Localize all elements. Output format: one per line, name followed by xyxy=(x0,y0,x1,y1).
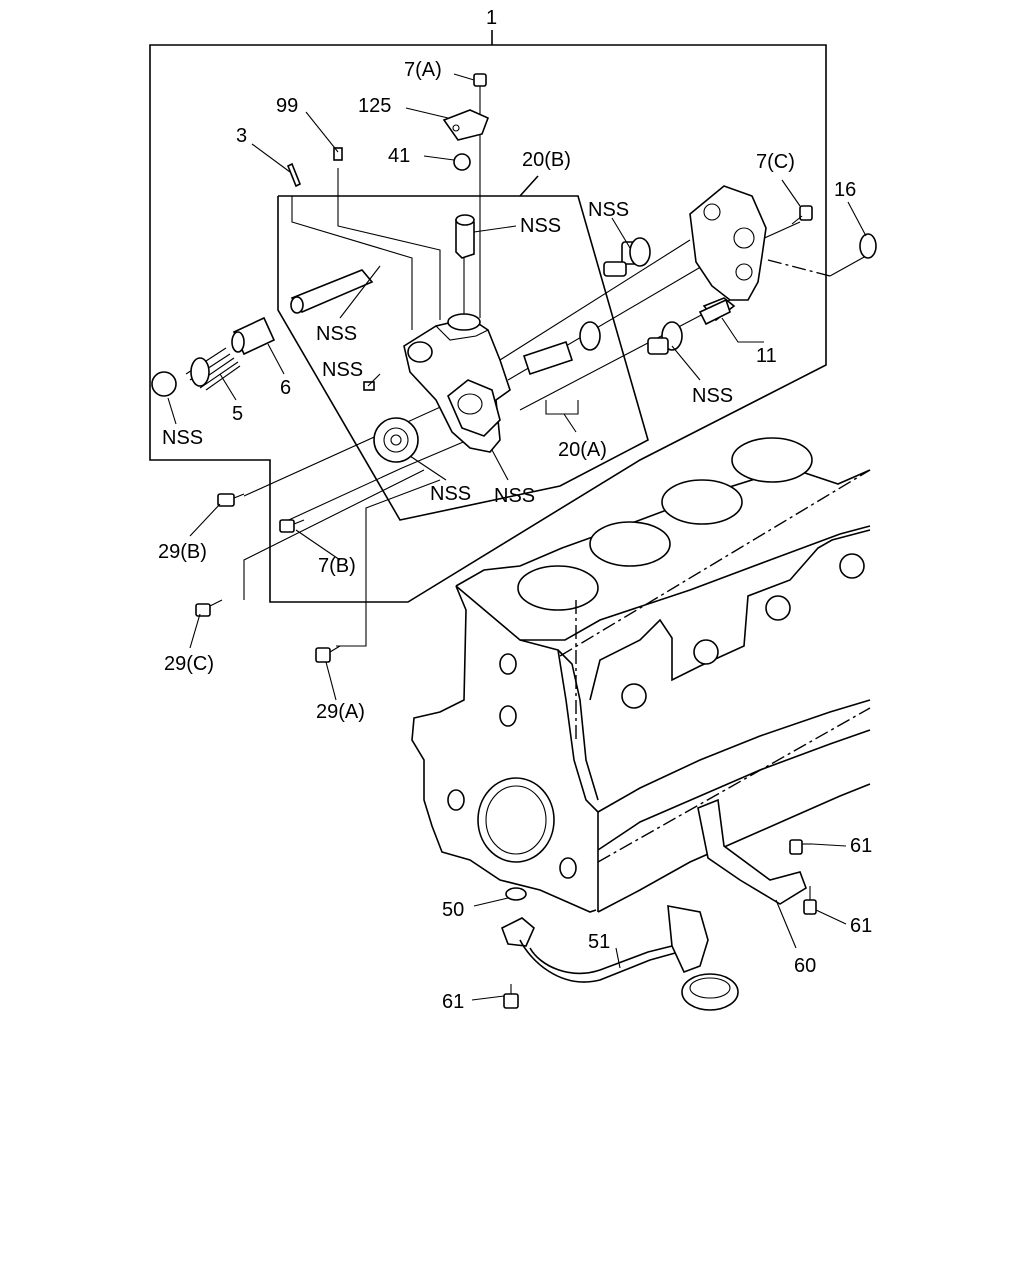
driven-gear-mid xyxy=(579,321,601,351)
callout-61-left: 61 xyxy=(442,991,464,1013)
callout-nss-gear-top: NSS xyxy=(588,199,629,221)
callout-29c: 29(C) xyxy=(164,653,214,675)
oil-strainer-screen xyxy=(681,973,739,1011)
callout-6: 6 xyxy=(280,377,291,399)
bolts xyxy=(195,73,817,1009)
cylinder-bore-2 xyxy=(589,521,671,567)
split-pin-3 xyxy=(286,162,302,188)
oil-strainer-pipe-51 xyxy=(500,905,739,1011)
callout-61-top: 61 xyxy=(850,835,872,857)
callout-nss-housing-low: NSS xyxy=(494,485,535,507)
engine-block xyxy=(411,437,871,913)
subassembly-boundary-20b xyxy=(277,175,649,521)
assembly-boundary xyxy=(149,30,827,603)
callout-7a: 7(A) xyxy=(404,59,442,81)
drive-gear-large xyxy=(373,417,419,463)
oil-pump-cover xyxy=(689,185,767,322)
oil-pump-housing xyxy=(403,214,511,453)
callout-29b: 29(B) xyxy=(158,541,207,563)
cylinder-bore-1 xyxy=(517,565,599,611)
bracket-60 xyxy=(697,798,807,905)
callout-41: 41 xyxy=(388,145,410,167)
callout-nss-drive-gear: NSS xyxy=(430,483,471,505)
bolt-61-mid xyxy=(803,886,817,915)
callout-16: 16 xyxy=(834,179,856,201)
callout-29a: 29(A) xyxy=(316,701,365,723)
callout-1: 1 xyxy=(486,7,497,29)
callout-3: 3 xyxy=(236,125,247,147)
set-screw-99 xyxy=(333,147,343,161)
gears xyxy=(373,237,731,463)
shaft-20a xyxy=(522,340,579,415)
callout-nss-shaft: NSS xyxy=(322,359,363,381)
small-screw-nss xyxy=(363,381,375,391)
dowel-pin-11 xyxy=(698,298,731,326)
bolt-7a xyxy=(473,73,487,102)
callout-7c: 7(C) xyxy=(756,151,795,173)
spring-5 xyxy=(185,347,241,391)
callout-125: 125 xyxy=(358,95,391,117)
callout-labels: 1 7(A) 125 99 3 41 20(B) 7(C) 16 NSS NSS… xyxy=(158,7,872,1013)
plate-125 xyxy=(442,109,490,141)
relief-valve-parts xyxy=(151,109,877,397)
bolt-29b xyxy=(217,493,245,507)
gasket-50 xyxy=(505,887,527,901)
bolt-29c xyxy=(195,599,223,617)
callout-61-mid: 61 xyxy=(850,915,872,937)
bolt-61-left xyxy=(503,984,519,1009)
bolt-29a xyxy=(315,645,341,663)
sleeve-6 xyxy=(231,316,276,356)
callout-leaders xyxy=(167,73,867,1001)
callout-7b: 7(B) xyxy=(318,555,356,577)
callout-nss-gear-right: NSS xyxy=(692,385,733,407)
bolt-7c xyxy=(791,205,813,225)
callout-11: 11 xyxy=(756,345,777,367)
callout-50: 50 xyxy=(442,899,464,921)
cylinder-bore-4 xyxy=(731,437,813,483)
callout-5: 5 xyxy=(232,403,243,425)
callout-nss-plunger: NSS xyxy=(316,323,357,345)
callout-nss-cap: NSS xyxy=(162,427,203,449)
idler-gear-top xyxy=(603,237,651,277)
cylinder-bore-3 xyxy=(661,479,743,525)
callout-60: 60 xyxy=(794,955,816,977)
driven-gear-right xyxy=(647,321,683,355)
callout-20a: 20(A) xyxy=(558,439,607,461)
seal-16 xyxy=(859,233,877,259)
cap-nss xyxy=(151,371,177,397)
callout-nss-top-center: NSS xyxy=(520,215,561,237)
bolt-61-top xyxy=(789,839,812,855)
bolt-7b xyxy=(279,519,305,533)
ball-41 xyxy=(453,153,471,171)
callout-99: 99 xyxy=(276,95,298,117)
crank-seal-bore xyxy=(477,777,555,863)
oil-pickup-assembly xyxy=(500,798,807,1011)
callout-51: 51 xyxy=(588,931,610,953)
plunger-nss xyxy=(290,269,374,314)
callout-20b: 20(B) xyxy=(522,149,571,171)
